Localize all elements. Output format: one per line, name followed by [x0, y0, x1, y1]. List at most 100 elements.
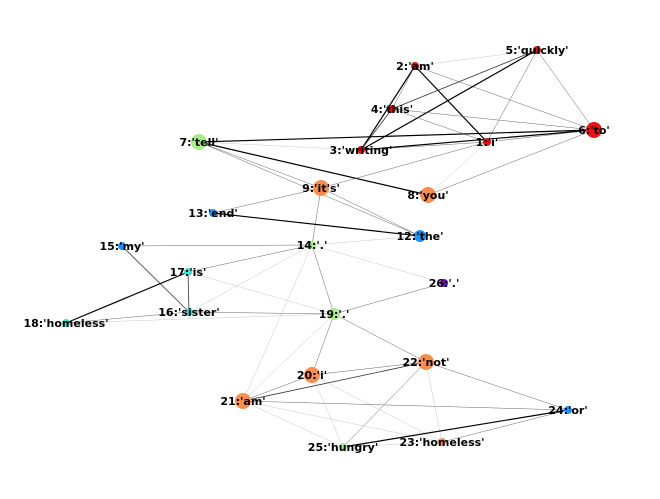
edge-2-6 — [414, 65, 595, 131]
node-label-16: 16:'sister' — [158, 306, 219, 319]
edge-1-6 — [486, 129, 595, 143]
label-layer: 1:'i'2:'am'3:'writing'4:'this'5:'quickly… — [23, 44, 609, 454]
edge-14-12 — [311, 235, 421, 246]
edge-21-22 — [242, 361, 427, 402]
node-24[interactable] — [564, 406, 572, 414]
node-12[interactable] — [414, 230, 426, 242]
node-label-1: 1:'i' — [476, 136, 499, 149]
node-13[interactable] — [209, 209, 217, 217]
edge-20-23 — [311, 374, 443, 443]
node-16[interactable] — [185, 308, 193, 316]
edge-layer — [65, 49, 595, 448]
node-label-20: 20:'i' — [297, 369, 327, 382]
node-label-6: 6:'to' — [578, 124, 610, 137]
edge-18-19 — [65, 313, 335, 324]
edge-9-1 — [320, 141, 488, 189]
node-2[interactable] — [411, 62, 419, 70]
edge-14-21 — [242, 244, 313, 402]
node-22[interactable] — [418, 354, 434, 370]
edge-22-23 — [425, 361, 443, 443]
edge-7-8 — [198, 141, 429, 196]
edge-22-24 — [425, 361, 569, 411]
node-label-15: 15:'my' — [99, 240, 144, 253]
node-label-9: 9:'it's' — [302, 182, 340, 195]
edge-14-15 — [121, 244, 313, 247]
edge-7-9 — [198, 141, 322, 189]
edge-5-1 — [486, 49, 538, 143]
edge-5-3 — [360, 49, 538, 151]
node-label-25: 25:'hungry' — [308, 441, 378, 454]
node-1[interactable] — [483, 138, 491, 146]
node-17[interactable] — [184, 268, 192, 276]
node-label-8: 8:'you' — [407, 189, 448, 202]
node-5[interactable] — [533, 46, 541, 54]
edge-21-24 — [242, 400, 569, 411]
node-19[interactable] — [328, 308, 340, 320]
node-label-23: 23:'homeless' — [399, 436, 484, 449]
edge-7-12 — [198, 141, 421, 237]
edge-14-17 — [187, 244, 313, 273]
edge-25-23 — [342, 441, 443, 448]
edge-5-4 — [391, 49, 538, 110]
edge-8-6 — [427, 129, 595, 196]
edge-7-6 — [198, 129, 595, 143]
edge-20-21 — [242, 374, 313, 402]
node-8[interactable] — [420, 187, 436, 203]
edge-9-12 — [320, 187, 421, 237]
edge-2-3 — [360, 65, 416, 151]
edge-22-25 — [342, 361, 427, 448]
node-layer — [62, 46, 602, 451]
edge-1-8 — [427, 141, 488, 196]
edge-4-1 — [391, 108, 488, 143]
node-21[interactable] — [235, 393, 251, 409]
node-6[interactable] — [586, 122, 602, 138]
edge-17-16 — [187, 271, 190, 313]
node-label-13: 13:'end' — [188, 207, 238, 220]
edge-3-1 — [360, 141, 488, 151]
node-4[interactable] — [388, 105, 396, 113]
node-7[interactable] — [191, 134, 207, 150]
edge-4-3 — [360, 108, 393, 151]
edge-3-6 — [360, 129, 595, 151]
node-label-14: 14:'.' — [297, 239, 328, 252]
node-label-7: 7:'tell' — [179, 136, 218, 149]
node-14[interactable] — [308, 241, 316, 249]
node-26[interactable] — [440, 279, 448, 287]
node-label-12: 12:'the' — [397, 230, 444, 243]
node-label-22: 22:'not' — [402, 356, 449, 369]
node-18[interactable] — [62, 319, 70, 327]
node-9[interactable] — [313, 180, 329, 196]
edge-19-20 — [311, 313, 335, 376]
edge-21-23 — [242, 400, 443, 443]
edge-20-22 — [311, 361, 427, 376]
edge-9-13 — [212, 187, 322, 214]
edge-16-19 — [188, 311, 335, 315]
edge-2-5 — [414, 49, 538, 67]
edge-13-12 — [212, 212, 421, 237]
node-label-18: 18:'homeless' — [23, 317, 108, 330]
node-3[interactable] — [357, 146, 365, 154]
node-25[interactable] — [339, 443, 347, 451]
edge-5-6 — [536, 49, 595, 131]
edge-2-4 — [391, 65, 416, 110]
edge-19-21 — [242, 313, 335, 402]
node-label-2: 2:'am' — [396, 60, 434, 73]
node-label-24: 24:'or' — [548, 404, 587, 417]
edge-15-16 — [121, 245, 190, 313]
edge-24-23 — [441, 409, 569, 443]
node-15[interactable] — [118, 242, 126, 250]
edge-21-25 — [242, 400, 344, 448]
edge-17-18 — [65, 271, 189, 324]
node-label-3: 3:'writing' — [330, 144, 393, 157]
edge-17-19 — [187, 271, 335, 315]
edge-24-25 — [342, 409, 569, 448]
edge-9-14 — [311, 187, 322, 246]
node-20[interactable] — [304, 367, 320, 383]
edge-2-1 — [414, 65, 488, 143]
edge-14-19 — [311, 244, 335, 315]
node-label-5: 5:'quickly' — [505, 44, 568, 57]
edge-7-3 — [198, 141, 362, 151]
node-23[interactable] — [438, 438, 446, 446]
edge-19-26 — [333, 282, 445, 315]
